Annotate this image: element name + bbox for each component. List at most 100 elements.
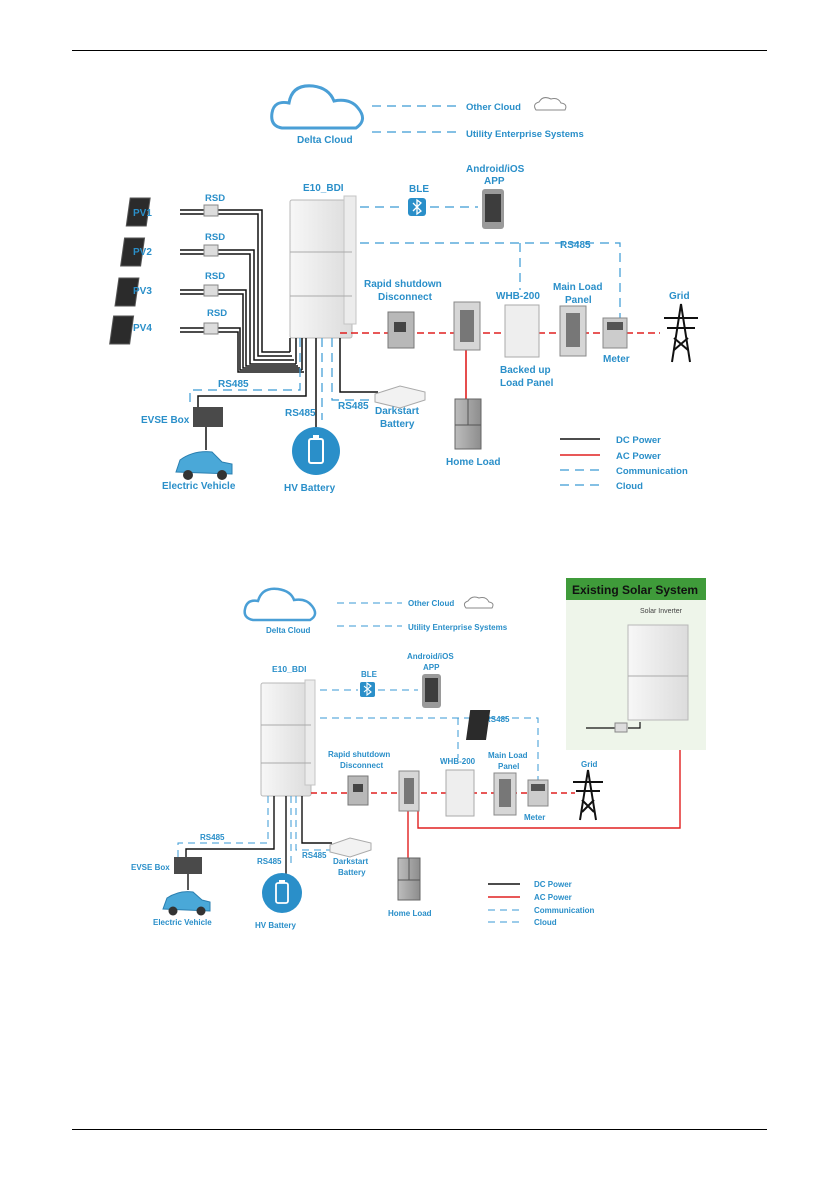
rsd-label-4: RSD bbox=[207, 308, 227, 319]
legend-comm: Communication bbox=[616, 466, 688, 477]
backed-label-1: Backed up bbox=[500, 365, 551, 376]
ev-label-2: Electric Vehicle bbox=[153, 918, 212, 927]
darkstart-battery-icon-2 bbox=[329, 837, 372, 858]
backed-label-2: Load Panel bbox=[500, 378, 554, 389]
ble-label: BLE bbox=[409, 184, 429, 195]
rs485-evse-label: RS485 bbox=[218, 379, 249, 390]
rsd-label-2: RSD bbox=[205, 232, 225, 243]
main-load-panel-icon-2 bbox=[493, 772, 517, 816]
utility-label: Utility Enterprise Systems bbox=[466, 129, 584, 140]
whb-label: WHB-200 bbox=[496, 291, 540, 302]
evse-box-icon bbox=[193, 407, 223, 427]
pv3-label: PV3 bbox=[133, 286, 152, 297]
dc-wiring-pv bbox=[180, 209, 304, 373]
utility-label-2: Utility Enterprise Systems bbox=[408, 623, 508, 632]
main-load-label-2: Panel bbox=[565, 295, 592, 306]
diagram-1: Delta Cloud Other Cloud Utility Enterpri… bbox=[109, 84, 698, 494]
other-cloud-icon-2 bbox=[463, 596, 494, 609]
hv-battery-icon bbox=[292, 427, 340, 475]
other-cloud-label-2: Other Cloud bbox=[408, 599, 454, 608]
rapid-shutdown-icon bbox=[387, 311, 415, 349]
other-cloud-icon bbox=[534, 97, 567, 111]
rsd-devices bbox=[203, 204, 219, 335]
grid-label: Grid bbox=[669, 291, 690, 302]
main-load-panel-icon bbox=[559, 305, 587, 357]
main-load-label-2-1: Main Load bbox=[488, 751, 528, 760]
rs485-top-label: RS485 bbox=[560, 240, 591, 251]
rapid-label-1: Rapid shutdown bbox=[364, 279, 442, 290]
app-label-1: Android/iOS bbox=[466, 164, 525, 175]
app-label-2-2: APP bbox=[423, 663, 440, 672]
smartphone-icon bbox=[482, 189, 504, 229]
existing-solar-system: Existing Solar System Solar Inverter bbox=[465, 578, 706, 750]
breaker-panel-icon-2 bbox=[398, 770, 420, 812]
meter-icon-2 bbox=[527, 779, 549, 807]
other-cloud-label: Other Cloud bbox=[466, 102, 521, 113]
home-load-icon-2 bbox=[397, 857, 421, 901]
legend-dc-2: DC Power bbox=[534, 880, 572, 889]
solar-inverter-icon bbox=[627, 624, 689, 721]
delta-cloud-icon bbox=[270, 84, 364, 130]
app-label-2: APP bbox=[484, 176, 505, 187]
legend-cloud: Cloud bbox=[616, 481, 643, 492]
rs485-dark-label-2: RS485 bbox=[302, 851, 327, 860]
ev-label: Electric Vehicle bbox=[162, 481, 236, 492]
pv1-label: PV1 bbox=[133, 208, 152, 219]
electric-vehicle-icon-2 bbox=[162, 891, 211, 916]
meter-label-2: Meter bbox=[524, 813, 545, 822]
main-load-label-1: Main Load bbox=[553, 282, 602, 293]
evse-label-2: EVSE Box bbox=[131, 863, 170, 872]
hv-battery-icon-2 bbox=[262, 873, 302, 913]
evse-label: EVSE Box bbox=[141, 415, 190, 426]
solar-panel-icon bbox=[465, 710, 491, 740]
whb-label-2: WHB-200 bbox=[440, 757, 476, 766]
main-load-label-2-2: Panel bbox=[498, 762, 519, 771]
hv-label-2: HV Battery bbox=[255, 921, 296, 930]
inverter-label: E10_BDI bbox=[303, 183, 344, 194]
home-load-icon bbox=[454, 398, 482, 450]
legend-ac-2: AC Power bbox=[534, 893, 572, 902]
delta-cloud-label-2: Delta Cloud bbox=[266, 626, 311, 635]
dark-label-2-1: Darkstart bbox=[333, 857, 368, 866]
grid-tower-icon-2 bbox=[573, 769, 603, 821]
diagram-2: Delta Cloud Other Cloud Utility Enterpri… bbox=[131, 578, 706, 930]
rapid-label-2-1: Rapid shutdown bbox=[328, 750, 390, 759]
pv4-label: PV4 bbox=[133, 323, 152, 334]
ble-label-2: BLE bbox=[361, 670, 378, 679]
rapid-label-2-2: Disconnect bbox=[340, 761, 383, 770]
bluetooth-icon-2 bbox=[360, 681, 375, 697]
grid-label-2: Grid bbox=[581, 760, 598, 769]
rapid-shutdown-icon-2 bbox=[347, 775, 369, 806]
rapid-label-2: Disconnect bbox=[378, 292, 433, 303]
delta-cloud-label: Delta Cloud bbox=[297, 135, 353, 146]
bottom-rule bbox=[72, 1129, 767, 1130]
inverter-icon-2 bbox=[260, 679, 316, 797]
darkstart-battery-icon bbox=[374, 385, 426, 409]
pv-array bbox=[109, 197, 151, 345]
whb-panel-icon-2 bbox=[445, 769, 475, 817]
rs485-top-label-2: RS485 bbox=[485, 715, 510, 724]
rs485-evse-label-2: RS485 bbox=[200, 833, 225, 842]
solar-inverter-label: Solar Inverter bbox=[640, 608, 683, 615]
legend-cloud-2: Cloud bbox=[534, 918, 557, 927]
evse-box-icon-2 bbox=[174, 857, 202, 874]
existing-title: Existing Solar System bbox=[572, 583, 698, 597]
meter-icon bbox=[602, 317, 628, 349]
smartphone-icon-2 bbox=[422, 674, 441, 708]
electric-vehicle-icon bbox=[175, 451, 233, 480]
rs485-hv-label-2: RS485 bbox=[257, 857, 282, 866]
home-load-label-2: Home Load bbox=[388, 909, 432, 918]
rsd-label-3: RSD bbox=[205, 271, 225, 282]
legend-1: DC Power AC Power Communication Cloud bbox=[560, 435, 688, 492]
grid-tower-icon bbox=[664, 303, 698, 363]
backed-up-panel-icon bbox=[504, 304, 540, 358]
hv-label: HV Battery bbox=[284, 483, 336, 494]
top-rule bbox=[72, 50, 767, 51]
bluetooth-icon bbox=[408, 198, 426, 216]
inverter-icon bbox=[289, 195, 357, 339]
app-label-2-1: Android/iOS bbox=[407, 652, 454, 661]
legend-comm-2: Communication bbox=[534, 906, 595, 915]
delta-cloud-icon-2 bbox=[243, 587, 317, 622]
breaker-panel-icon bbox=[453, 301, 481, 351]
pv2-label: PV2 bbox=[133, 247, 152, 258]
